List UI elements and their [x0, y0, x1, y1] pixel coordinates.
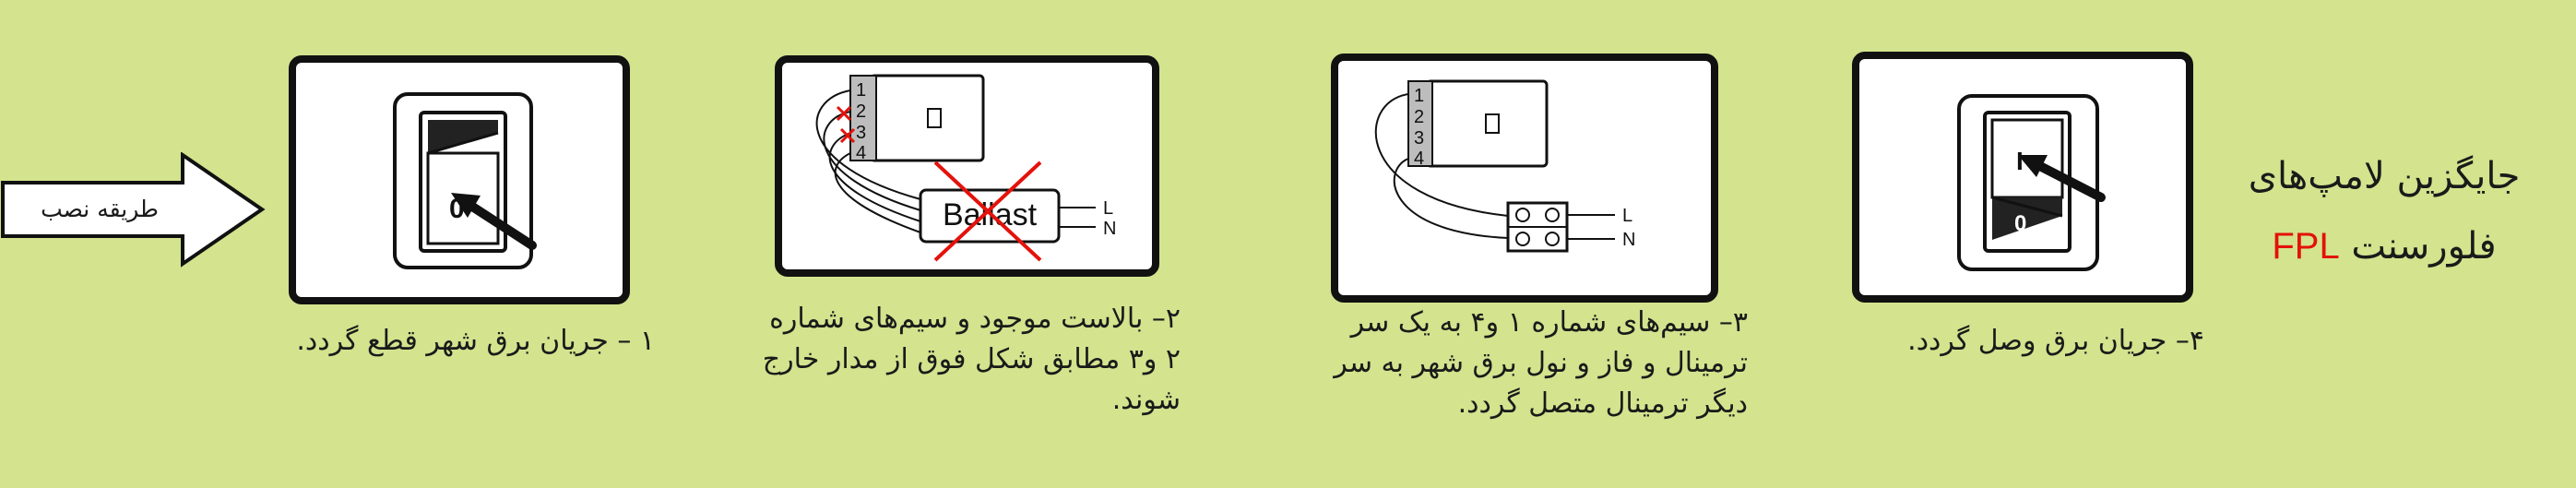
pin-2-label: 2 [856, 101, 866, 122]
switch-off-icon: 0 [393, 92, 537, 269]
pin-3-label: 3 [1414, 128, 1424, 149]
step-2-caption-line: ۲– بالاست موجود و سیم‌های شماره [769, 303, 1181, 335]
step-2-caption-line: شوند. [1111, 384, 1181, 416]
neutral-label: N [1622, 230, 1635, 250]
on-mark: I [2016, 147, 2024, 175]
step-3-panel: 1 2 3 4 L N [1331, 54, 1718, 303]
title-fpl: FPL [2272, 226, 2340, 267]
pin-2-label: 2 [1414, 107, 1424, 127]
phase-label: L [1622, 206, 1632, 226]
pin-4-label: 4 [1414, 149, 1424, 169]
method-arrow: طریقه نصب [0, 151, 267, 268]
step-4-panel: I 0 [1852, 52, 2193, 303]
product-title: جایگزین لامپ‌های فلورسنت FPL [2209, 149, 2559, 273]
step-3-caption-line: ترمینال و فاز و نول برق شهر به سر [1334, 347, 1748, 379]
switch-on-icon: I 0 [1957, 94, 2106, 271]
title-prefix: فلورسنت [2339, 225, 2497, 268]
step-2-panel: 1 2 3 4 Ballast L N [775, 55, 1159, 277]
step-1-caption: ۱ – جریان برق شهر قطع گردد. [267, 321, 655, 362]
step-2-caption-line: ۲ و۳ مطابق شکل فوق از مدار خارج [762, 343, 1181, 375]
pin-1-label: 1 [856, 80, 866, 101]
step-3-caption: ۳– سیم‌های شماره ۱ و۴ به یک سر ترمینال و… [1287, 303, 1748, 424]
pin-1-label: 1 [1414, 86, 1424, 106]
cut-mark-icon [836, 105, 856, 144]
step-4-caption-line: ۴– جریان برق وصل گردد. [1907, 325, 2204, 357]
step-4-caption: ۴– جریان برق وصل گردد. [1835, 321, 2204, 362]
terminal-wiring-diagram: 1 2 3 4 L N [1374, 79, 1635, 253]
arrow-icon [1, 151, 266, 268]
step-2-caption: ۲– بالاست موجود و سیم‌های شماره ۲ و۳ مطا… [738, 299, 1181, 421]
pin-3-label: 3 [856, 123, 866, 143]
method-label: طریقه نصب [41, 196, 159, 222]
remove-ballast-icon [933, 161, 1042, 262]
step-3-caption-line: دیگر ترمینال متصل گردد. [1457, 387, 1748, 420]
terminal-block-icon [1506, 201, 1569, 253]
phase-label: L [1103, 198, 1113, 219]
title-line-2: فلورسنت FPL [2209, 220, 2559, 273]
ballast-removal-diagram: 1 2 3 4 Ballast L N [815, 74, 1116, 262]
neutral-label: N [1103, 219, 1116, 239]
pin-4-label: 4 [856, 143, 866, 163]
step-1-caption-line: ۱ – جریان برق شهر قطع گردد. [296, 325, 655, 357]
title-line-1: جایگزین لامپ‌های [2248, 155, 2521, 197]
step-1-panel: 0 [289, 55, 630, 304]
step-3-caption-line: ۳– سیم‌های شماره ۱ و۴ به یک سر [1350, 306, 1748, 339]
off-mark: 0 [2014, 211, 2026, 236]
